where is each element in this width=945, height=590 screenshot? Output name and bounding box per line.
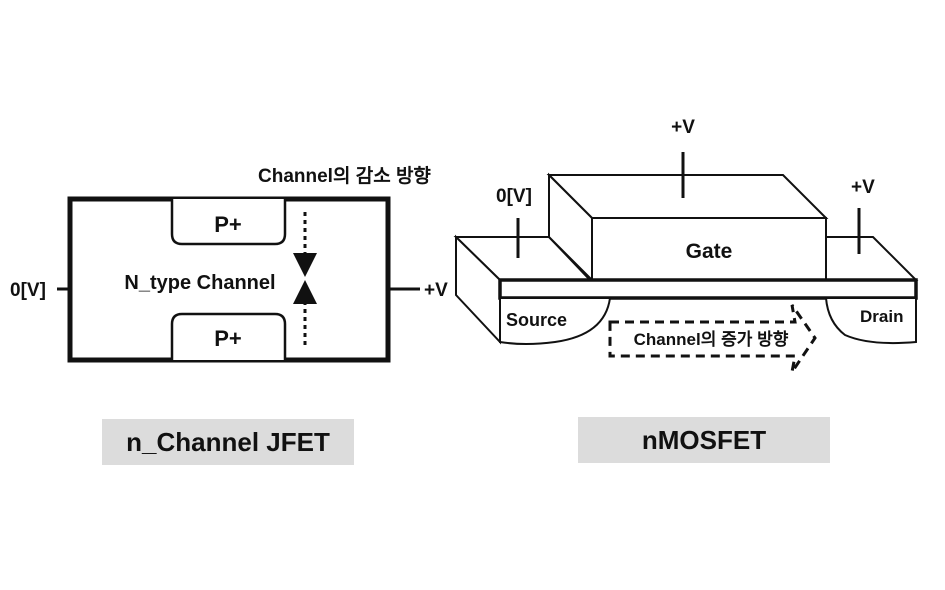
jfet-channel-label: N_type Channel [124,272,275,294]
mosfet-channel-arrow [608,304,817,373]
mosfet-diagram: Gate Source Drain Channel의 증가 방향 +V 0[V]… [453,117,919,373]
jfet-direction-label: Channel의 감소 방향 [258,165,431,187]
mosfet-gate-voltage: +V [671,117,695,138]
mosfet-drain-voltage: +V [851,177,875,198]
jfet-p-bottom-label: P+ [214,326,242,351]
mosfet-source-region [499,297,612,345]
jfet-diagram: Channel의 감소 방향 P+ P+ N_type Channel 0[V]… [10,165,448,363]
mosfet-drain-label: Drain [860,307,903,326]
mosfet-drain-region [824,297,917,345]
mosfet-direction-label: Channel의 증가 방향 [634,329,789,349]
mosfet-oxide-layer [498,278,918,300]
jfet-left-terminal: 0[V] [10,280,46,301]
mosfet-caption: nMOSFET [578,417,830,463]
mosfet-gate-top [546,174,829,219]
jfet-right-terminal: +V [424,280,448,301]
mosfet-substrate-top-right [825,236,919,281]
jfet-p-region-bottom [170,312,287,360]
mosfet-gate-label: Gate [686,240,733,263]
jfet-p-region-top [170,199,287,246]
jfet-caption: n_Channel JFET [102,419,354,465]
jfet-p-top-label: P+ [214,212,242,237]
mosfet-source-label: Source [506,310,567,330]
mosfet-source-voltage: 0[V] [496,186,532,207]
